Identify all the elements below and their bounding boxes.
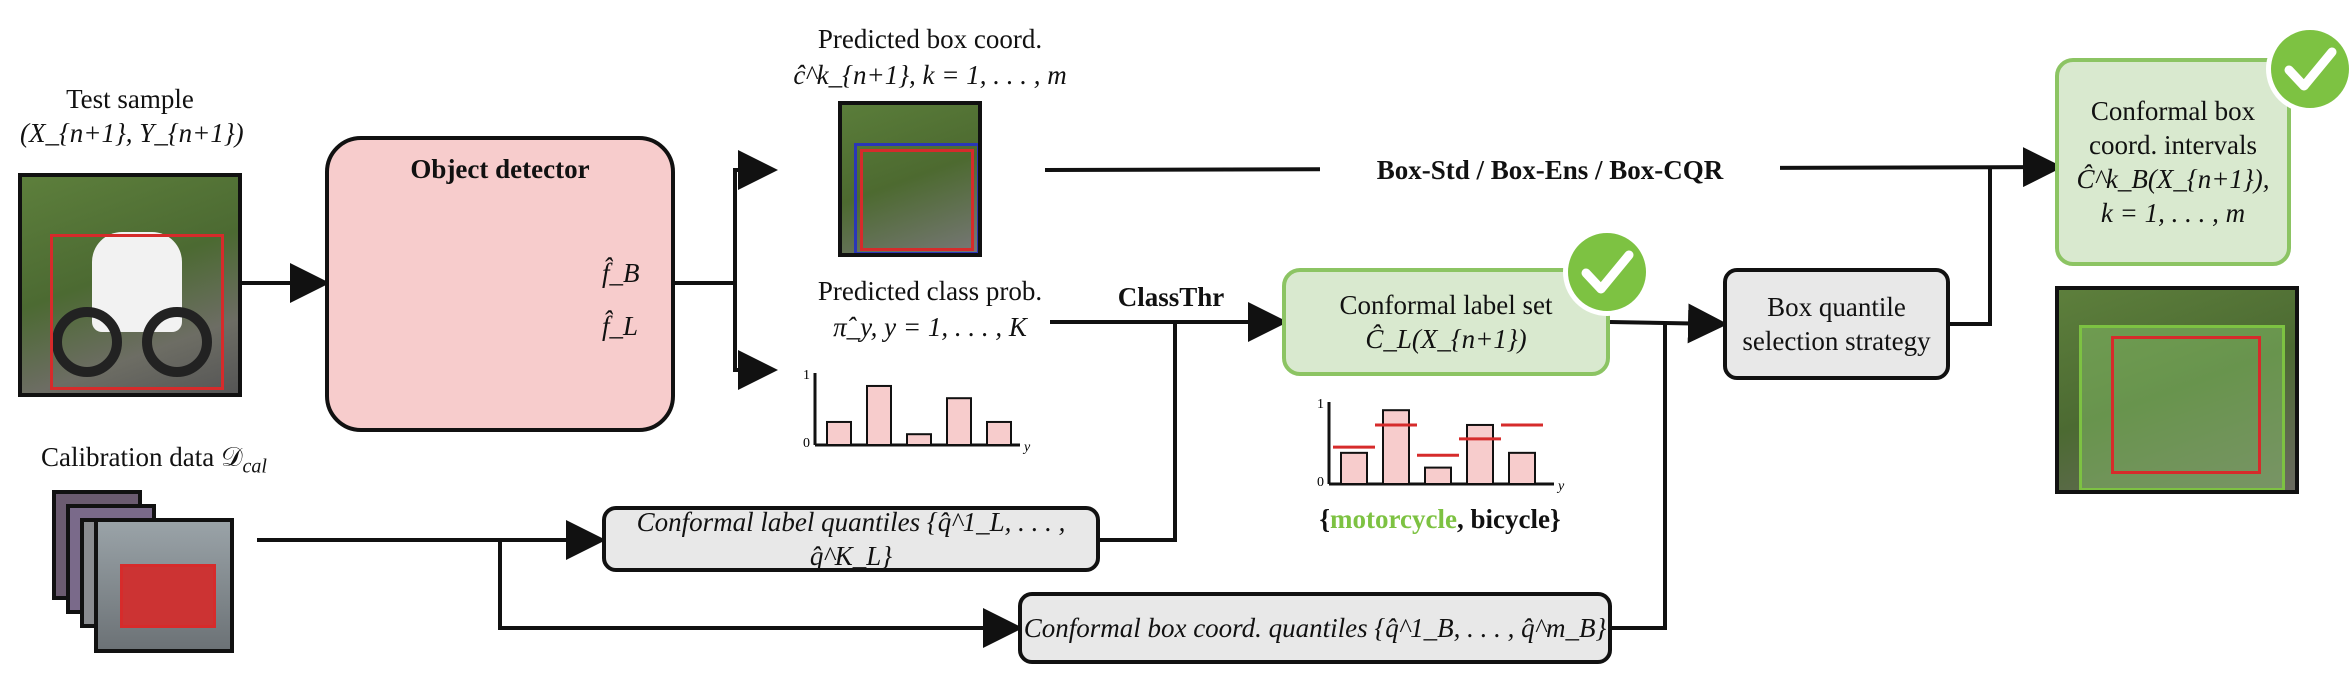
detector-head-label-label: f̂_L xyxy=(602,311,639,341)
pred-box-title: Predicted box coord. xyxy=(817,24,1043,54)
hist2-bar xyxy=(1340,451,1368,485)
hist2-bar xyxy=(1382,409,1410,486)
label-quantiles-box: Conformal label quantiles {q̂^1_L, . . .… xyxy=(602,506,1100,572)
methods-label: Box-Std / Box-Ens / Box-CQR xyxy=(1320,153,1780,187)
test-sample-title: Test sample xyxy=(66,84,194,114)
hist1-y-zero: 0 xyxy=(803,436,810,451)
conformal-box-intervals: Conformal box coord. intervals Ĉ^k_B(X_{… xyxy=(2055,58,2291,266)
pred-box-image xyxy=(838,101,982,257)
hist1-y-top: 1 xyxy=(803,368,810,383)
arrow-to-pred-class xyxy=(733,283,778,390)
pred-blue-box xyxy=(854,143,978,253)
object-detector: Object detector xyxy=(325,136,675,432)
box-quantiles-text: Conformal box coord. quantiles {q̂^1_B, … xyxy=(1023,613,1607,643)
selection-line1: Box quantile xyxy=(1767,292,1906,322)
label-set-histogram: 1 0 y xyxy=(1317,397,1565,494)
hist1-bar xyxy=(866,384,892,446)
test-sample-image xyxy=(18,173,242,397)
hist2-y-zero: 0 xyxy=(1317,475,1324,490)
label-rest: , bicycle} xyxy=(1456,504,1561,534)
output-image xyxy=(2055,286,2299,494)
test-sample-sub: (X_{n+1}, Y_{n+1}) xyxy=(20,118,244,148)
pred-class-title: Predicted class prob. xyxy=(817,276,1043,306)
gt-box xyxy=(50,234,224,390)
detector-title: Object detector xyxy=(410,154,590,184)
hist2-bar xyxy=(1508,451,1536,485)
arrow-to-pred-box xyxy=(733,150,778,283)
line-selection-out xyxy=(1950,168,1992,326)
bus-shape xyxy=(120,564,216,628)
line-box-quantiles-up xyxy=(1612,322,1667,630)
class-prob-histogram: 1 0 y xyxy=(803,368,1031,455)
check-icon-output xyxy=(2266,25,2352,113)
calibration-title: Calibration data 𝒟cal xyxy=(41,442,267,478)
hist2-y-top: 1 xyxy=(1317,397,1324,412)
wheel-front xyxy=(52,307,122,377)
conf-box-line1: Conformal box xyxy=(2090,96,2256,126)
classthr-label: ClassThr xyxy=(1117,282,1225,312)
arrow-calib-to-box-quantiles xyxy=(498,540,1023,648)
line-label-quantiles-up xyxy=(1100,322,1177,542)
conf-box-line4: k = 1, . . . , m xyxy=(2100,198,2246,228)
label-set-output: {motorcycle, bicycle} xyxy=(1319,504,1561,534)
conf-box-line3: Ĉ^k_B(X_{n+1}), xyxy=(2076,164,2270,194)
wheel-back xyxy=(142,307,212,377)
hist1-x-label: y xyxy=(1022,440,1031,455)
output-red-box xyxy=(2111,336,2261,474)
check-icon xyxy=(1563,228,1651,316)
pred-class-sub: π̂_y, y = 1, . . . , K xyxy=(833,312,1027,342)
box-quantiles-box: Conformal box coord. quantiles {q̂^1_B, … xyxy=(1018,592,1612,664)
label-set-title: Conformal label set xyxy=(1339,290,1553,320)
conformal-label-set: Conformal label set Ĉ_L(X_{n+1}) xyxy=(1282,268,1610,376)
selection-line2: selection strategy xyxy=(1742,326,1931,356)
detector-head-box-label: f̂_B xyxy=(602,258,640,288)
hist2-bar xyxy=(1466,423,1494,485)
hist2-bar xyxy=(1424,466,1452,486)
hist1-bar xyxy=(906,433,932,447)
pred-box-sub: ĉ^k_{n+1}, k = 1, . . . , m xyxy=(793,60,1067,90)
label-quantiles-text: Conformal label quantiles {q̂^1_L, . . .… xyxy=(636,507,1066,571)
label-motorcycle: motorcycle xyxy=(1330,504,1457,534)
calib-image-4 xyxy=(94,518,234,653)
label-set-sub: Ĉ_L(X_{n+1}) xyxy=(1365,324,1527,354)
conf-box-line2: coord. intervals xyxy=(2089,130,2257,160)
hist1-bar xyxy=(986,420,1012,446)
hist1-bar xyxy=(826,420,852,446)
hist1-bar xyxy=(946,397,972,447)
hist2-x-label: y xyxy=(1556,479,1565,494)
pred-red-box xyxy=(860,149,974,251)
box-quantile-selection: Box quantile selection strategy xyxy=(1723,268,1950,380)
